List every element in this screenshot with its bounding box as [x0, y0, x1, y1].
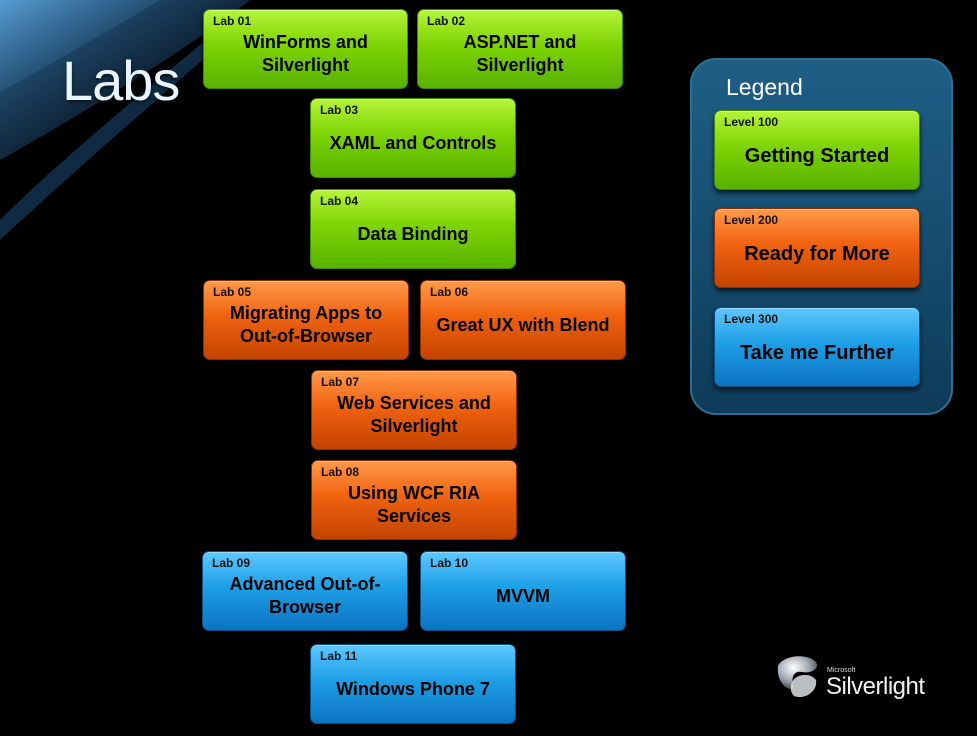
silverlight-logo-icon	[777, 656, 818, 698]
lab-box-01[interactable]: Lab 01 WinForms and Silverlight	[203, 9, 408, 89]
silverlight-logo: Microsoft Silverlight	[772, 652, 925, 702]
lab-box-03[interactable]: Lab 03 XAML and Controls	[310, 98, 516, 178]
lab-number: Lab 04	[320, 194, 359, 208]
legend-item-level-200: Level 200 Ready for More	[714, 208, 920, 288]
lab-box-07[interactable]: Lab 07 Web Services and Silverlight	[311, 370, 517, 450]
lab-box-05[interactable]: Lab 05 Migrating Apps to Out-of-Browser	[203, 280, 409, 360]
lab-number: Lab 10	[430, 556, 469, 570]
lab-number: Lab 11	[320, 649, 358, 663]
lab-box-08[interactable]: Lab 08 Using WCF RIA Services	[311, 460, 517, 540]
lab-number: Lab 08	[321, 465, 360, 479]
lab-number: Lab 03	[320, 103, 359, 117]
logo-product: Silverlight	[826, 673, 925, 700]
legend-item-level-100: Level 100 Getting Started	[714, 110, 920, 190]
legend-panel: Legend Level 100 Getting Started Level 2…	[690, 58, 953, 415]
lab-number: Lab 02	[427, 14, 466, 28]
lab-number: Lab 09	[212, 556, 251, 570]
legend-title: Legend	[726, 74, 803, 100]
lab-title: Great UX with Blend	[436, 314, 610, 335]
logo-vendor: Microsoft	[827, 667, 856, 674]
lab-title: Windows Phone 7	[336, 678, 490, 699]
lab-box-04[interactable]: Lab 04 Data Binding	[310, 189, 516, 269]
lab-title: Migrating Apps to Out-of-Browser	[229, 303, 383, 346]
lab-box-02[interactable]: Lab 02 ASP.NET and Silverlight	[417, 9, 623, 89]
lab-number: Lab 05	[213, 285, 252, 299]
legend-level-label: Level 100	[724, 115, 779, 129]
lab-title: Web Services and Silverlight	[337, 393, 491, 436]
lab-title: XAML and Controls	[329, 132, 497, 153]
lab-box-10[interactable]: Lab 10 MVVM	[420, 551, 626, 631]
lab-number: Lab 01	[213, 14, 252, 28]
lab-title: MVVM	[496, 585, 550, 606]
legend-level-name: Take me Further	[739, 341, 895, 364]
lab-title: ASP.NET and Silverlight	[463, 32, 577, 75]
lab-box-09[interactable]: Lab 09 Advanced Out-of-Browser	[202, 551, 408, 631]
legend-level-name: Getting Started	[744, 144, 890, 167]
lab-title: WinForms and Silverlight	[243, 32, 368, 75]
legend-level-label: Level 200	[724, 213, 779, 227]
lab-box-06[interactable]: Lab 06 Great UX with Blend	[420, 280, 626, 360]
lab-number: Lab 07	[321, 375, 360, 389]
lab-title: Using WCF RIA Services	[348, 483, 480, 526]
lab-title: Advanced Out-of-Browser	[229, 574, 381, 617]
legend-item-level-300: Level 300 Take me Further	[714, 307, 920, 387]
legend-level-name: Ready for More	[744, 242, 890, 265]
lab-title: Data Binding	[357, 223, 469, 244]
legend-level-label: Level 300	[724, 312, 779, 326]
page-title: Labs	[62, 49, 180, 112]
lab-box-11[interactable]: Lab 11 Windows Phone 7	[310, 644, 516, 724]
lab-number: Lab 06	[430, 285, 469, 299]
